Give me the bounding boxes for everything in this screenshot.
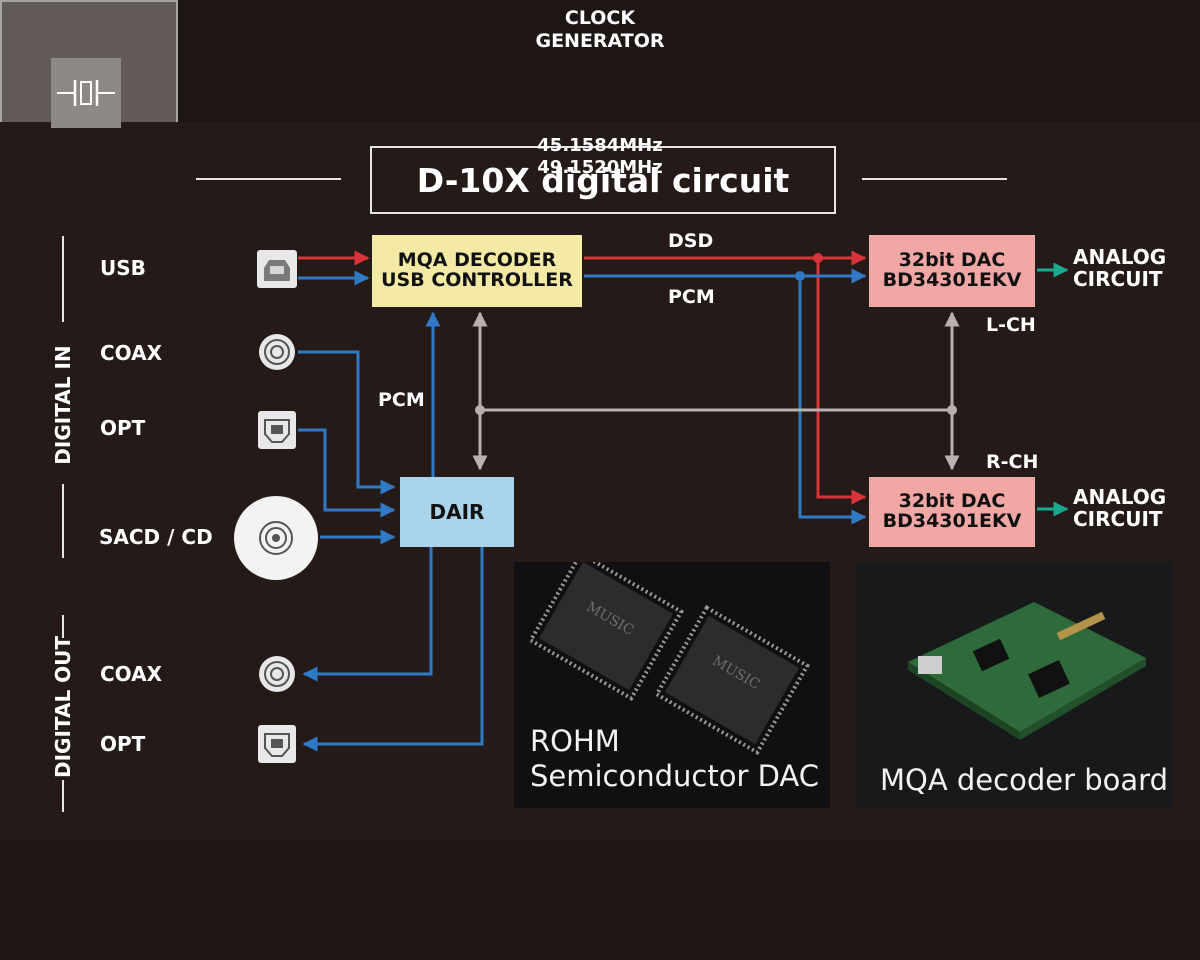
clock-generator-block: CLOCK GENERATOR 45.1584MHz 49.1520MHz: [0, 0, 665, 185]
opt-out-icon: [258, 725, 296, 763]
chip-right-image: MUSIC: [654, 604, 810, 756]
title-rule-left: [196, 178, 341, 180]
rch-label: R-CH: [986, 451, 1039, 473]
analog-circuit-bottom-label: ANALOG CIRCUIT: [1073, 485, 1167, 531]
usb-b-icon: [257, 250, 297, 288]
dsd-label: DSD: [668, 230, 714, 252]
rohm-caption: ROHM Semiconductor DAC: [530, 724, 820, 794]
usb-label: USB: [100, 256, 146, 280]
pcm-top-label: PCM: [668, 286, 715, 308]
mqa-decoder-block: MQA DECODER USB CONTROLLER: [372, 235, 582, 307]
mqa-board-photo: MQA decoder board: [856, 562, 1172, 808]
analog-circuit-top-label: ANALOG CIRCUIT: [1073, 245, 1167, 291]
opt-in-icon: [258, 411, 296, 449]
digital-out-label: DIGITAL OUT: [51, 635, 75, 778]
coax-in-icon: [259, 334, 295, 370]
coax-out-icon: [259, 656, 295, 692]
mqa-board-caption: MQA decoder board: [880, 763, 1168, 797]
crystal-oscillator-icon: [51, 58, 121, 128]
sacd-label: SACD / CD: [99, 525, 213, 549]
chip-left-image: MUSIC: [528, 562, 684, 702]
diagram-title: D-10X digital circuit: [370, 146, 836, 214]
pcb-board-image: [908, 602, 1146, 740]
rohm-dac-photo: MUSIC MUSIC ROHM Semiconductor DAC: [514, 562, 830, 808]
pcm-left-label: PCM: [378, 389, 425, 411]
dac-lch-block: 32bit DAC BD34301EKV: [869, 235, 1035, 307]
opt-in-label: OPT: [100, 416, 146, 440]
coax-in-label: COAX: [100, 341, 163, 365]
dair-block: DAIR: [400, 477, 514, 547]
lch-label: L-CH: [986, 314, 1036, 336]
dac-rch-block: 32bit DAC BD34301EKV: [869, 477, 1035, 547]
digital-in-label: DIGITAL IN: [51, 345, 75, 465]
title-rule-right: [862, 178, 1007, 180]
coax-out-label: COAX: [100, 662, 163, 686]
opt-out-label: OPT: [100, 732, 146, 756]
disc-icon: [234, 496, 318, 580]
